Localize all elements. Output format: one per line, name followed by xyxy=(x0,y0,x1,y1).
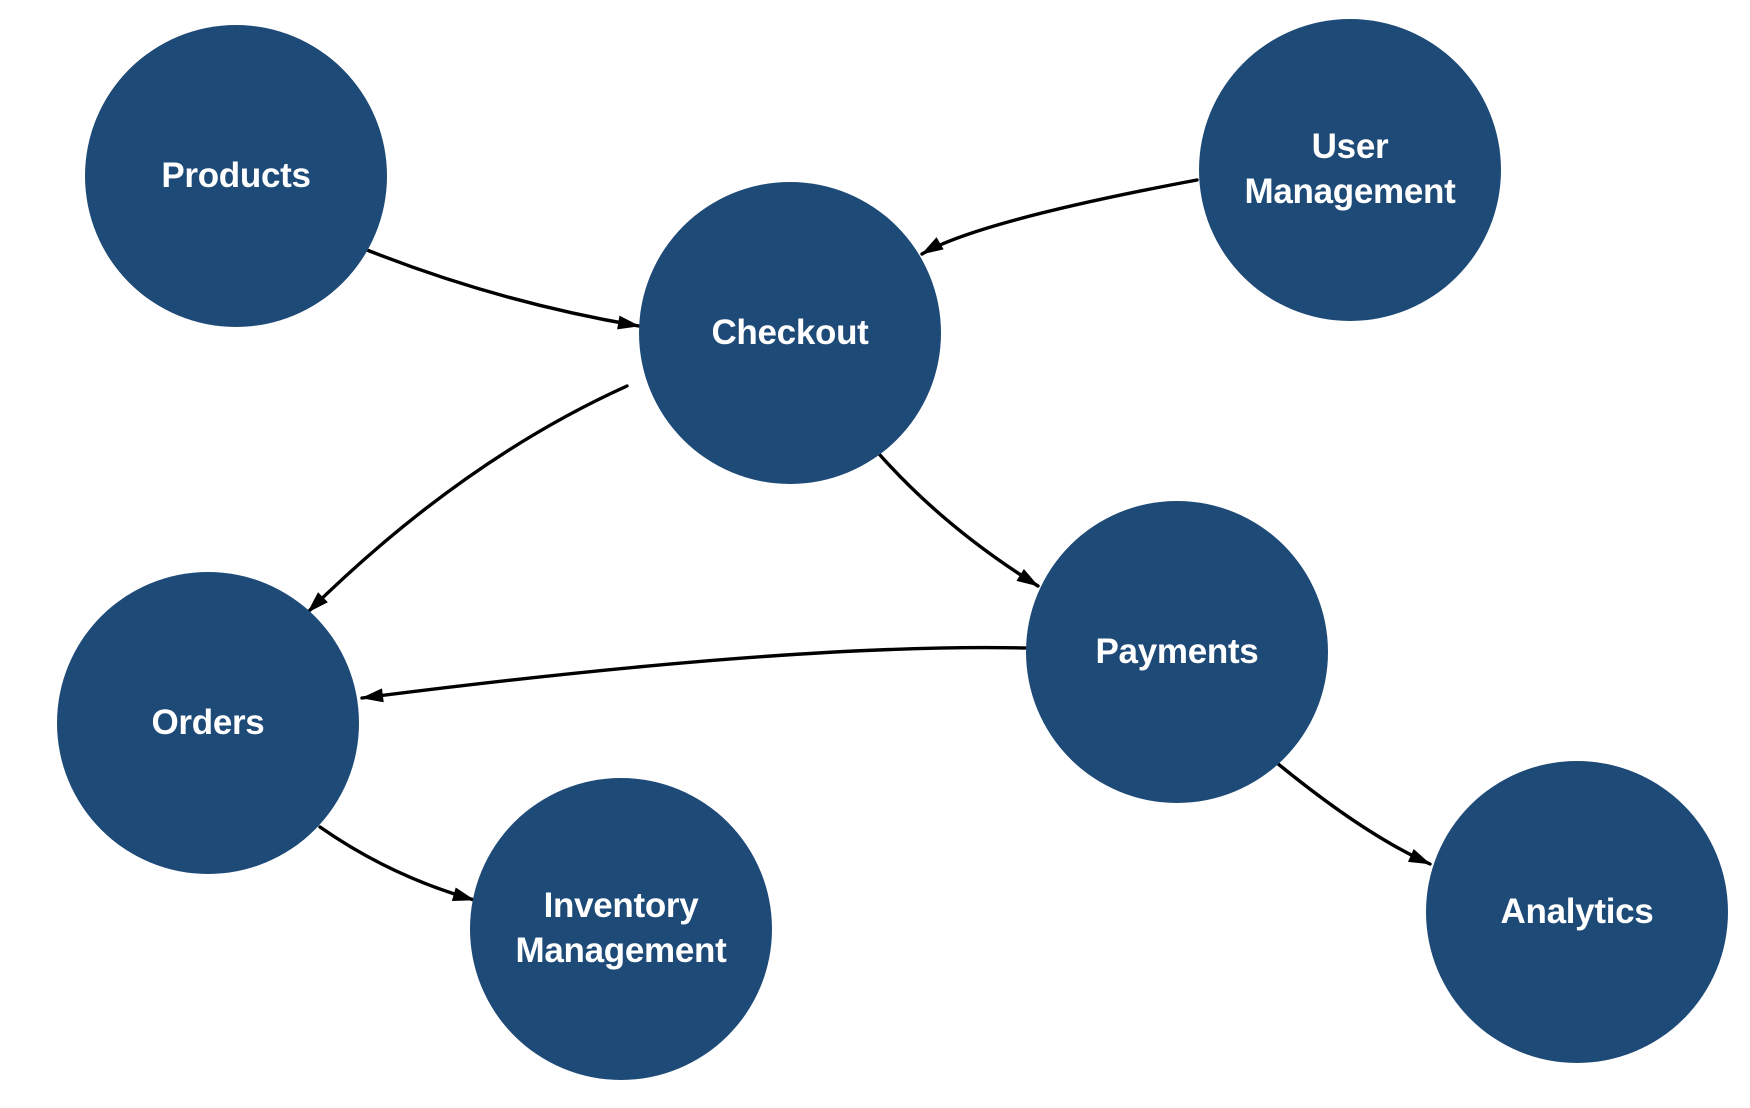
edge-products-to-checkout xyxy=(365,248,641,330)
node-inventory-management: Inventory Management xyxy=(470,778,772,1080)
node-user-management: User Management xyxy=(1199,19,1501,321)
node-checkout: Checkout xyxy=(639,182,941,484)
node-analytics: Analytics xyxy=(1426,761,1728,1063)
node-label: Orders xyxy=(151,702,265,742)
node-label: Analytics xyxy=(1500,891,1654,931)
edge-orders-to-inventory-management xyxy=(318,825,476,902)
node-products: Products xyxy=(85,25,387,327)
node-label: Inventory Management xyxy=(515,886,727,970)
edge-checkout-to-payments xyxy=(878,453,1040,588)
edge-user-management-to-checkout xyxy=(920,178,1199,256)
edge-payments-to-orders xyxy=(360,645,1027,703)
node-label: Payments xyxy=(1095,631,1259,671)
node-payments: Payments xyxy=(1026,501,1328,803)
edge-payments-to-analytics xyxy=(1275,761,1432,866)
edge-checkout-to-orders xyxy=(306,384,629,614)
node-label: User Management xyxy=(1244,127,1456,211)
node-orders: Orders xyxy=(57,572,359,874)
node-label: Products xyxy=(161,155,311,195)
node-label: Checkout xyxy=(711,312,869,352)
